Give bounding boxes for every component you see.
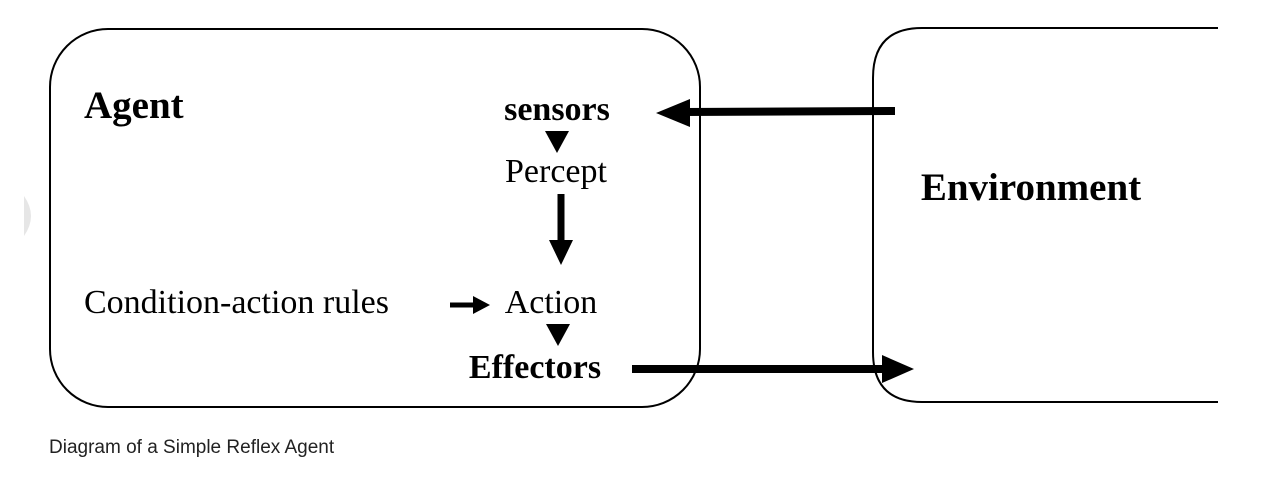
effectors-to-environment-arrow: [632, 355, 914, 383]
diagram-caption: Diagram of a Simple Reflex Agent: [49, 437, 335, 458]
rules-to-action-arrow: [450, 296, 490, 314]
environment-box: [872, 27, 1218, 403]
environment-label: Environment: [921, 166, 1141, 209]
percept-to-action-arrow: [549, 194, 573, 265]
sensors-label: sensors: [504, 91, 610, 128]
effectors-label: Effectors: [469, 349, 601, 386]
sensors-to-percept-arrowhead: [545, 131, 569, 153]
agent-title: Agent: [84, 84, 184, 127]
action-to-effectors-arrowhead: [546, 324, 570, 346]
agent-box: [49, 28, 701, 408]
condition-action-rules-label: Condition-action rules: [84, 284, 389, 321]
action-label: Action: [505, 284, 598, 321]
left-edge-shadow: [24, 196, 31, 236]
percept-label: Percept: [505, 153, 608, 190]
environment-to-sensors-arrow: [656, 99, 896, 127]
